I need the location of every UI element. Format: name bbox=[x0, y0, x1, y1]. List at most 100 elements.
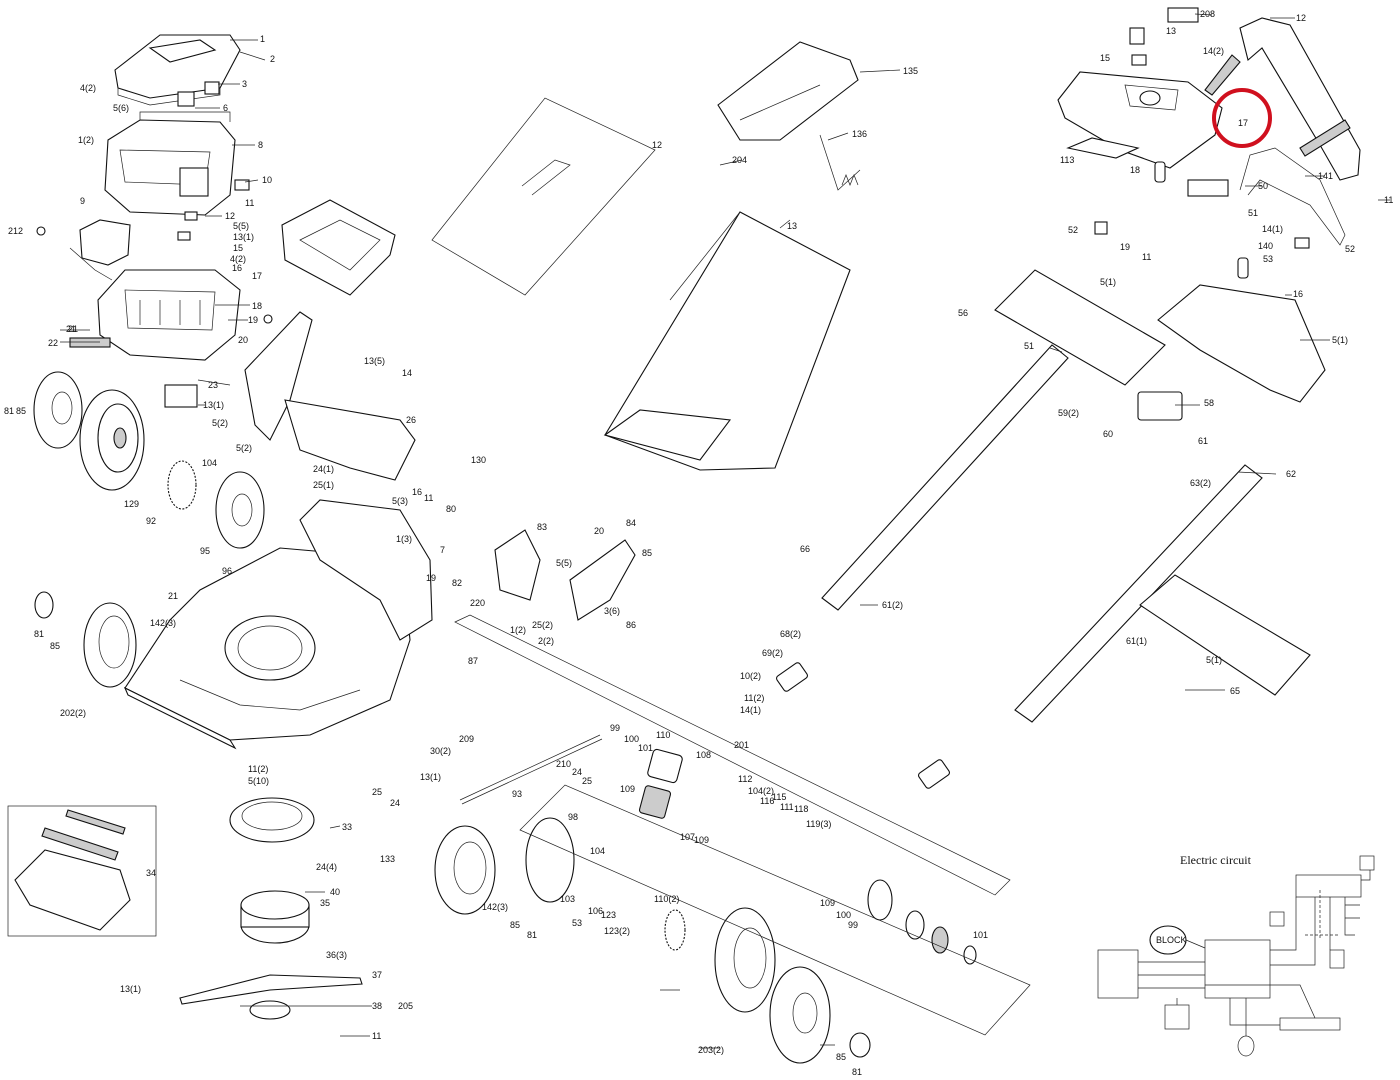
callout-label: 14(1) bbox=[740, 705, 761, 715]
callout-label: 130 bbox=[471, 455, 486, 465]
callout-label: 100 bbox=[836, 910, 851, 920]
callout-label: 14(1) bbox=[1262, 224, 1283, 234]
spring-part bbox=[819, 134, 861, 191]
blade-part bbox=[179, 974, 363, 1020]
callout-label: 33 bbox=[342, 822, 352, 832]
callout-label: 10 bbox=[262, 175, 272, 185]
callout-label: 1(3) bbox=[396, 534, 412, 544]
handle-clip-part bbox=[1137, 391, 1183, 421]
handle-knob-left bbox=[775, 662, 809, 692]
callout-label: 208 bbox=[1200, 9, 1215, 19]
callout-label: 85 bbox=[836, 1052, 846, 1062]
callout-label: 35 bbox=[320, 898, 330, 908]
callout-label: 66 bbox=[800, 544, 810, 554]
callout-label: 92 bbox=[146, 516, 156, 526]
callout-label: 204 bbox=[732, 155, 747, 165]
callout-label: 59(2) bbox=[1058, 408, 1079, 418]
callout-label: 202(2) bbox=[60, 708, 86, 718]
callout-label: 13(1) bbox=[233, 232, 254, 242]
callout-label: 11 bbox=[1384, 195, 1393, 205]
callout-label: 5(1) bbox=[1206, 655, 1222, 665]
callout-label: 98 bbox=[568, 812, 578, 822]
callout-label: 112 bbox=[738, 774, 752, 784]
callout-label: 23 bbox=[208, 380, 218, 390]
callout-label: 17 bbox=[252, 271, 262, 281]
gear-box-housing bbox=[638, 748, 683, 819]
callout-label: 61 bbox=[1198, 436, 1208, 446]
callout-label: 129 bbox=[124, 499, 139, 509]
callout-label: 87 bbox=[468, 656, 478, 666]
wheel-cover-left-rear bbox=[33, 371, 83, 449]
callout-labels: 1 2 3 4(2) 5(6) 6 1(2) 8 9 10 11 12 5(5)… bbox=[4, 9, 1393, 1077]
rear-guard-part bbox=[281, 199, 396, 296]
callout-label: 65 bbox=[1230, 686, 1240, 696]
callout-label: 123 bbox=[601, 910, 616, 920]
axle-gear-stack bbox=[867, 879, 977, 965]
callout-label: 21 bbox=[168, 591, 178, 601]
callout-label: 2 bbox=[270, 54, 275, 64]
callout-label: 24 bbox=[572, 767, 582, 777]
bail-lever-part bbox=[1239, 147, 1346, 246]
callout-label: 12 bbox=[225, 211, 235, 221]
callout-label: 51 bbox=[1024, 341, 1034, 351]
callout-label: 13 bbox=[787, 221, 797, 231]
callout-label: 68(2) bbox=[780, 629, 801, 639]
callout-label: 36(3) bbox=[326, 950, 347, 960]
callout-label: 7 bbox=[440, 545, 445, 555]
callout-label: 26 bbox=[406, 415, 416, 425]
wheel-left-front bbox=[83, 602, 137, 688]
callout-label: 11 bbox=[1142, 252, 1151, 262]
callout-label: 108 bbox=[696, 750, 711, 760]
callout-label: 11(2) bbox=[744, 693, 764, 703]
callout-label: 140 bbox=[1258, 241, 1273, 251]
callout-label: 104 bbox=[202, 458, 217, 468]
callout-label: 81 bbox=[4, 406, 14, 416]
callout-label: 201 bbox=[734, 740, 749, 750]
callout-label: 82 bbox=[452, 578, 462, 588]
callout-label: 109 bbox=[820, 898, 835, 908]
callout-label: 60 bbox=[1103, 429, 1113, 439]
callout-label: 116 bbox=[760, 796, 774, 806]
drive-shaft-part bbox=[459, 734, 603, 805]
callout-label: 40 bbox=[330, 887, 340, 897]
callout-label: 13(1) bbox=[120, 984, 141, 994]
callout-label: 115 bbox=[772, 792, 786, 802]
leader-lines bbox=[60, 13, 1390, 1049]
gear-ring-part bbox=[167, 460, 197, 510]
callout-label: 69(2) bbox=[762, 648, 783, 658]
callout-label: 37 bbox=[372, 970, 382, 980]
callout-label: 2(2) bbox=[538, 636, 554, 646]
small-parts-top-left bbox=[36, 81, 273, 408]
grass-bag-frame bbox=[431, 97, 656, 296]
handle-cross-bar-middle bbox=[994, 269, 1166, 386]
callout-label: 25 bbox=[582, 776, 592, 786]
callout-label: 96 bbox=[222, 566, 232, 576]
callout-label: 101 bbox=[973, 930, 988, 940]
handle-cross-bar-lower bbox=[1139, 574, 1311, 696]
callout-label: 85 bbox=[642, 548, 652, 558]
callout-label: 24(4) bbox=[316, 862, 337, 872]
wheel-cover-right-front bbox=[525, 817, 575, 903]
callout-label: 118 bbox=[794, 804, 808, 814]
lower-handle-tube-right bbox=[1014, 464, 1263, 723]
callout-label: 119(3) bbox=[806, 819, 831, 829]
lower-handle-tube-left bbox=[821, 344, 1069, 611]
circuit-block-label: BLOCK bbox=[1156, 935, 1187, 945]
callout-label: 13(5) bbox=[364, 356, 385, 366]
callout-label: 9 bbox=[80, 196, 85, 206]
electric-circuit-diagram: Electric circuit BLOCK bbox=[1097, 853, 1375, 1057]
callout-label: 24(1) bbox=[313, 464, 334, 474]
hub-cap-part bbox=[849, 1032, 871, 1058]
callout-label: 81 bbox=[852, 1067, 862, 1077]
callout-label: 61(1) bbox=[1126, 636, 1147, 646]
callout-label: 14(2) bbox=[1203, 46, 1224, 56]
callout-label: 113 bbox=[1060, 155, 1074, 165]
callout-label: 16 bbox=[412, 487, 422, 497]
callout-label: 14 bbox=[402, 368, 412, 378]
callout-label: 95 bbox=[200, 546, 210, 556]
callout-label: 210 bbox=[556, 759, 571, 769]
handle-knob-right bbox=[917, 759, 951, 789]
callout-label: 10(2) bbox=[740, 671, 761, 681]
callout-label: 13 bbox=[1166, 26, 1176, 36]
callout-label: 1(2) bbox=[510, 625, 526, 635]
